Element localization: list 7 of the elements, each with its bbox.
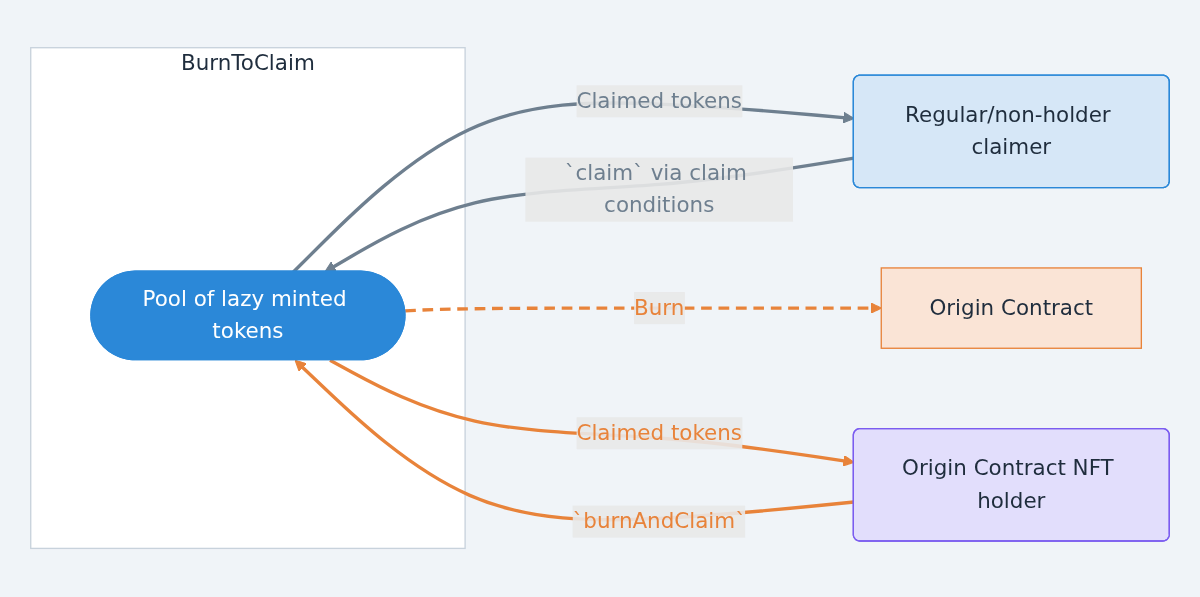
edge-label: Claimed tokens [576,88,742,114]
edge-label: `burnAndClaim` [572,508,746,535]
edge-label: Claimed tokens [576,420,742,446]
edge-label: Burn [634,295,685,321]
edge-label: `claim` via claim conditions [564,160,747,219]
node-box: Origin Contract [880,267,1142,350]
arrow [405,302,882,315]
